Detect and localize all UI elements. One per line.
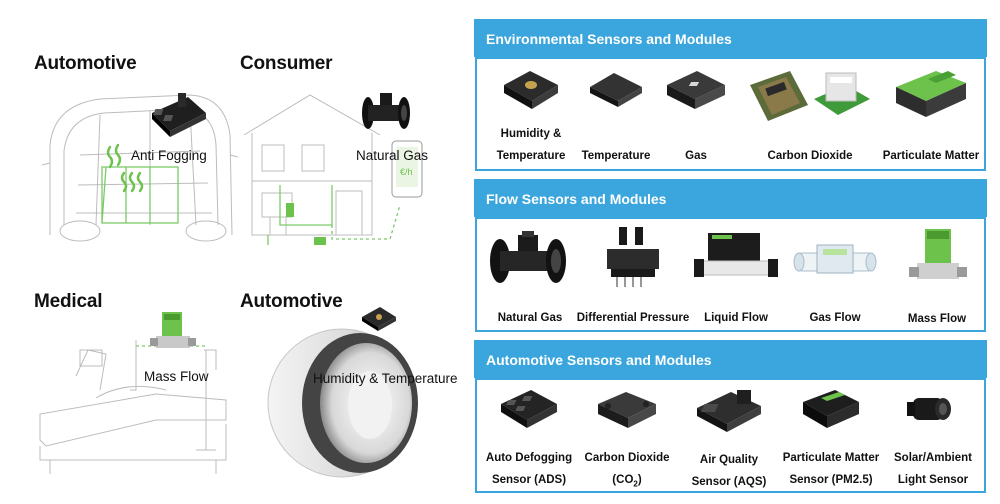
app-title-medical: Medical	[34, 291, 103, 312]
label-natural-gas: Natural Gas	[497, 312, 563, 324]
product-carbon-dioxide-auto[interactable]: Carbon Dioxide (CO2)	[579, 386, 675, 494]
solar-light-sensor-icon	[907, 398, 951, 420]
aqs-sensor-icon	[697, 390, 761, 432]
product-solar-ambient[interactable]: Solar/Ambient Light Sensor	[883, 386, 983, 494]
pm-sensor-icon	[896, 71, 966, 117]
co2-sensor-icon	[750, 71, 870, 121]
app-label-anti-fogging: Anti Fogging	[131, 148, 207, 163]
label-auto-defogging-1: Auto Defogging	[485, 452, 573, 464]
humidity-sensor-icon	[504, 71, 558, 109]
product-carbon-dioxide[interactable]: Carbon Dioxide	[745, 65, 875, 169]
label-liquid-flow: Liquid Flow	[704, 312, 768, 324]
label-humidity-temperature-1: Humidity &	[500, 128, 562, 140]
environmental-panel: Humidity & Temperature Temperature Gas C…	[475, 57, 986, 171]
product-differential-pressure[interactable]: Differential Pressure	[576, 227, 690, 331]
label-mass-flow: Mass Flow	[907, 313, 967, 325]
mass-flow-sensor-icon	[909, 229, 967, 279]
car-interior-illustration	[41, 93, 239, 242]
app-title-automotive-2: Automotive	[240, 291, 343, 312]
co2-auto-sensor-icon	[598, 392, 656, 428]
product-pm25[interactable]: Particulate Matter Sensor (PM2.5)	[781, 386, 881, 494]
label-carbon-dioxide: Carbon Dioxide	[767, 150, 853, 162]
label-pm25-1: Particulate Matter	[782, 452, 880, 464]
app-title-automotive-1: Automotive	[34, 53, 137, 74]
product-gas[interactable]: Gas	[655, 65, 737, 169]
label-gas: Gas	[685, 150, 707, 162]
hospital-bed-illustration	[39, 312, 227, 474]
product-air-quality[interactable]: Air Quality Sensor (AQS)	[681, 386, 777, 494]
product-liquid-flow[interactable]: Liquid Flow	[689, 227, 783, 331]
label-solar-ambient-2: Light Sensor	[897, 474, 969, 486]
label-temperature: Temperature	[581, 150, 651, 162]
gas-flow-sensor-icon	[793, 244, 877, 274]
label-particulate-matter: Particulate Matter	[882, 150, 980, 162]
flow-header: Flow Sensors and Modules	[474, 179, 987, 217]
gas-sensor-icon	[667, 71, 725, 109]
automotive-header: Automotive Sensors and Modules	[474, 340, 987, 378]
temperature-sensor-icon	[590, 73, 642, 107]
label-carbon-dioxide-auto-2: (CO2)	[612, 469, 641, 495]
natural-gas-sensor-icon	[490, 231, 566, 283]
svg-text:€/h: €/h	[400, 167, 413, 177]
app-title-consumer: Consumer	[240, 53, 333, 74]
label-air-quality-1: Air Quality	[699, 454, 759, 466]
product-humidity-temperature[interactable]: Humidity & Temperature	[485, 65, 577, 169]
label-solar-ambient-1: Solar/Ambient	[894, 452, 972, 464]
label-carbon-dioxide-auto-1: Carbon Dioxide	[584, 452, 670, 464]
product-temperature[interactable]: Temperature	[573, 65, 659, 169]
product-natural-gas[interactable]: Natural Gas	[483, 227, 577, 331]
pm25-sensor-icon	[803, 390, 859, 428]
co2-formula-subscript: 2	[633, 479, 638, 489]
co2-formula-main: (CO	[612, 474, 634, 486]
product-mass-flow[interactable]: Mass Flow	[891, 227, 983, 331]
app-label-mass-flow: Mass Flow	[144, 369, 209, 384]
liquid-flow-sensor-icon	[694, 233, 778, 277]
app-label-humidity-temperature: Humidity & Temperature	[313, 371, 458, 386]
differential-pressure-sensor-icon	[607, 227, 659, 287]
round-device-illustration	[267, 307, 418, 478]
label-pm25-2: Sensor (PM2.5)	[789, 474, 873, 486]
product-auto-defogging[interactable]: Auto Defogging Sensor (ADS)	[481, 386, 577, 494]
label-gas-flow: Gas Flow	[809, 312, 861, 324]
label-auto-defogging-2: Sensor (ADS)	[491, 474, 567, 486]
label-differential-pressure: Differential Pressure	[576, 312, 690, 324]
environmental-header: Environmental Sensors and Modules	[474, 19, 987, 57]
product-gas-flow[interactable]: Gas Flow	[787, 227, 883, 331]
label-air-quality-2: Sensor (AQS)	[691, 476, 767, 488]
automotive-panel: Auto Defogging Sensor (ADS) Carbon Dioxi…	[475, 378, 986, 493]
co2-formula-end: )	[637, 474, 642, 486]
flow-panel: Natural Gas Differential Pressure Liquid…	[475, 217, 986, 332]
app-label-natural-gas: Natural Gas	[356, 148, 429, 163]
label-humidity-temperature-2: Temperature	[496, 150, 566, 162]
product-particulate-matter[interactable]: Particulate Matter	[881, 65, 981, 169]
house-illustration: €/h	[243, 93, 423, 245]
ads-sensor-icon	[501, 390, 557, 428]
